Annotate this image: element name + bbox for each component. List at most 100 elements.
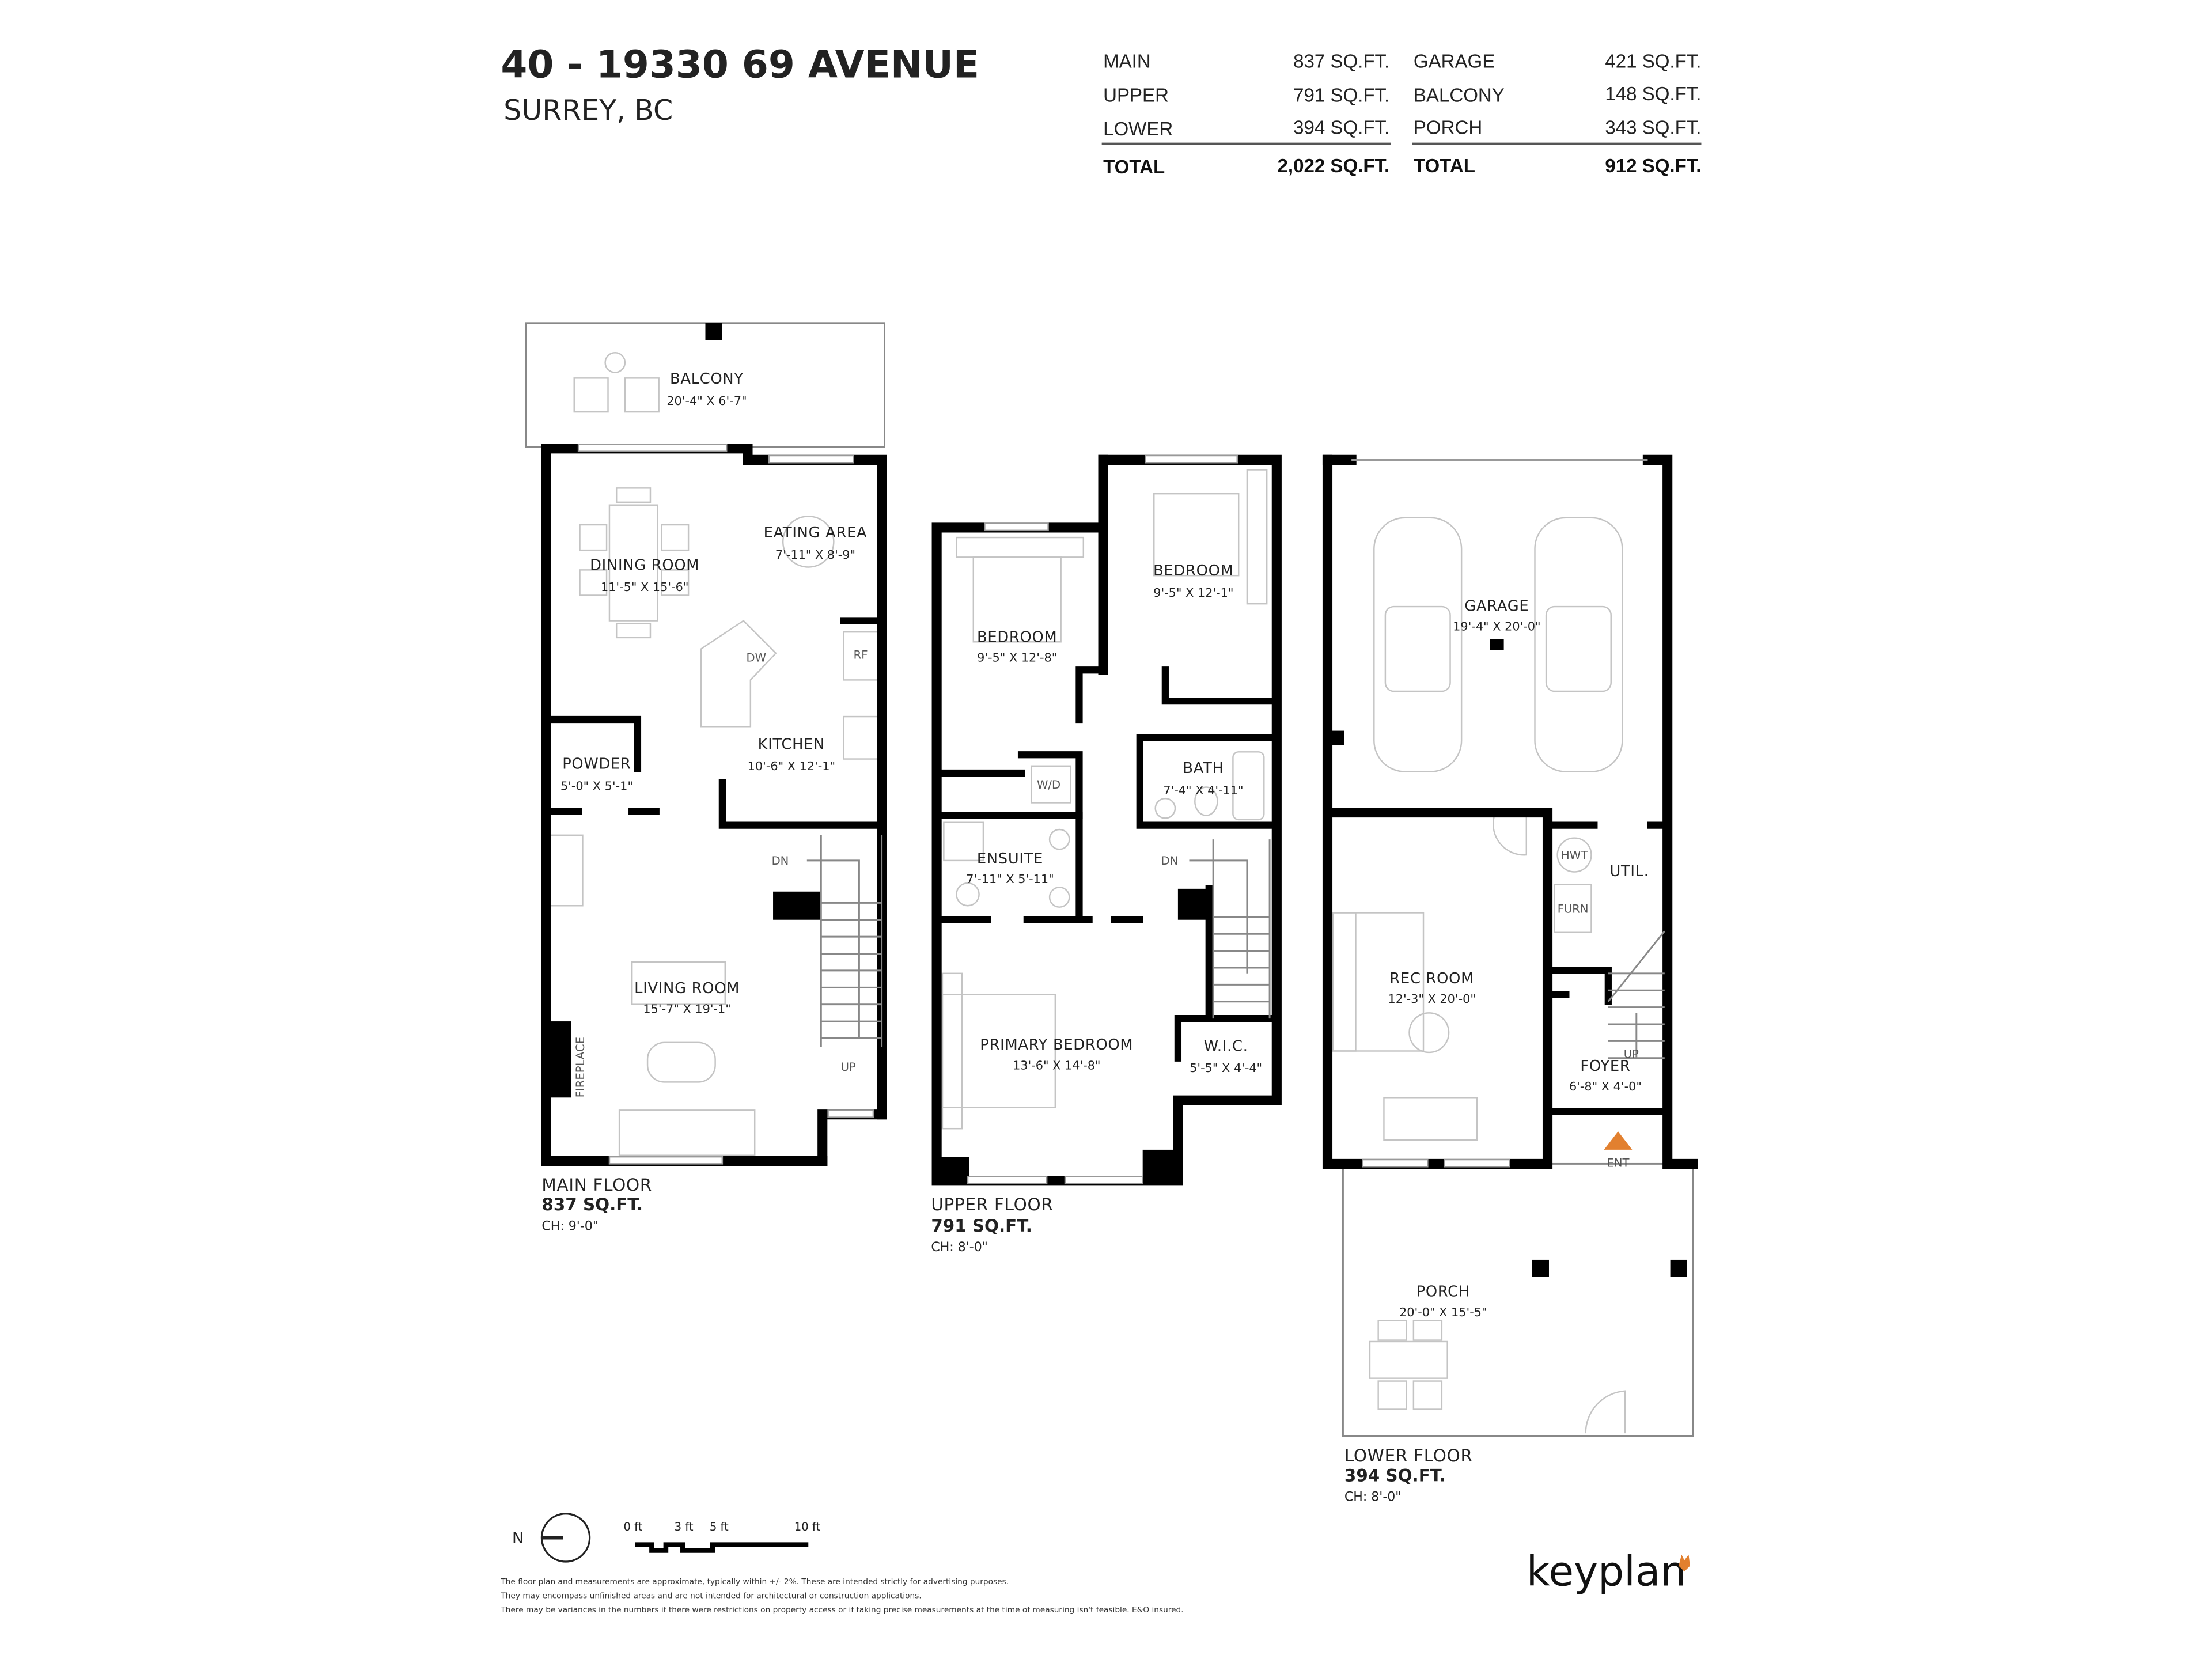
ceiling-height: CH: 9'-0" — [541, 1219, 599, 1234]
room-dimensions: 7'-4" X 4'-11" — [1163, 783, 1243, 797]
scale-label: 5 ft — [710, 1520, 729, 1533]
room-dimensions: 20'-4" X 6'-7" — [666, 394, 747, 408]
room-dimensions: 11'-5" X 15'-6" — [601, 580, 688, 594]
scale-label: 10 ft — [794, 1520, 821, 1533]
room-name: BATH — [1183, 760, 1224, 777]
area-label: GARAGE — [1414, 51, 1495, 73]
area-label: MAIN — [1103, 51, 1151, 73]
header: 40 - 19330 69 AVENUE SURREY, BC — [501, 43, 979, 127]
furniture — [548, 352, 880, 1156]
room-dimensions: 12'-3" X 20'-0" — [1388, 992, 1475, 1006]
scale-label: 0 ft — [623, 1520, 642, 1533]
staircase — [1189, 839, 1271, 1019]
staircase — [1607, 930, 1665, 1059]
ceiling-height: CH: 8'-0" — [931, 1240, 988, 1255]
room-name: BEDROOM — [977, 628, 1057, 646]
total-label: TOTAL — [1103, 157, 1165, 178]
room-dimensions: 5'-0" X 5'-1" — [560, 779, 633, 793]
area-label: PORCH — [1414, 118, 1482, 139]
window — [1145, 454, 1238, 464]
dishwasher-label: DW — [747, 652, 766, 665]
area-label: LOWER — [1103, 119, 1173, 140]
room-dimensions: 20'-0" X 15'-5" — [1399, 1305, 1487, 1319]
stair-dn-label: DN — [1161, 854, 1179, 868]
total-value: 912 SQ.FT. — [1605, 156, 1701, 177]
room-name: BEDROOM — [1153, 562, 1233, 579]
property-address: 40 - 19330 69 AVENUE — [501, 43, 979, 87]
main-floor-plan: DN UP RF DW FIREPLACE BALCONY 20'-4" X 6… — [525, 322, 887, 1234]
window — [768, 454, 854, 464]
entrance-label: ENT — [1607, 1156, 1630, 1169]
floor-area: 837 SQ.FT. — [541, 1195, 643, 1214]
furnace-label: FURN — [1558, 902, 1589, 915]
room-name: W.I.C. — [1204, 1037, 1248, 1055]
room-name: ENSUITE — [977, 850, 1043, 868]
furnace — [1554, 884, 1592, 933]
total-value: 2,022 SQ.FT. — [1278, 156, 1390, 177]
entrance-arrow-icon — [1604, 1131, 1633, 1150]
window — [967, 1176, 1048, 1184]
scale-bar — [635, 1542, 809, 1553]
pillar — [705, 323, 722, 340]
room-dimensions: 7'-11" X 5'-11" — [966, 872, 1054, 886]
window — [577, 444, 728, 452]
room-name: FOYER — [1580, 1058, 1630, 1075]
room-dimensions: 9'-5" X 12'-8" — [977, 651, 1057, 665]
room-dimensions: 19'-4" X 20'-0" — [1453, 620, 1540, 634]
area-value: 343 SQ.FT. — [1605, 118, 1701, 139]
disclaimer-line: The floor plan and measurements are appr… — [500, 1577, 1009, 1586]
area-table: MAIN 837 SQ.FT. UPPER 791 SQ.FT. LOWER 3… — [1101, 51, 1701, 178]
room-name: KITCHEN — [758, 736, 825, 753]
washer-dryer — [1030, 765, 1071, 804]
window — [984, 522, 1049, 532]
area-value: 394 SQ.FT. — [1293, 118, 1389, 139]
furniture — [941, 469, 1268, 1130]
area-label: BALCONY — [1414, 85, 1505, 106]
room-dimensions: 5'-5" X 4'-4" — [1190, 1061, 1262, 1075]
floor-title: UPPER FLOOR — [931, 1195, 1053, 1214]
disclaimer-line: There may be variances in the numbers if… — [500, 1605, 1183, 1615]
floor-area: 394 SQ.FT. — [1344, 1465, 1446, 1485]
window — [1064, 1176, 1143, 1184]
logo-fox-icon — [1679, 1554, 1690, 1572]
lower-floor-plan: UP HWT FURN ENT GARAGE 19'-4" X 20'-0" R… — [1322, 454, 1698, 1505]
area-value: 837 SQ.FT. — [1293, 51, 1389, 73]
stair-up-label: UP — [1624, 1048, 1639, 1061]
room-name: GARAGE — [1464, 597, 1529, 615]
room-name: PRIMARY BEDROOM — [980, 1036, 1133, 1054]
window — [608, 1156, 724, 1165]
staircase — [806, 835, 883, 1047]
room-name: UTIL. — [1609, 863, 1649, 880]
window — [1444, 1158, 1510, 1168]
ceiling-height: CH: 8'-0" — [1344, 1490, 1402, 1505]
logo-text: keyplan — [1527, 1548, 1687, 1596]
fireplace-label: FIREPLACE — [574, 1037, 587, 1097]
washer-dryer-label: W/D — [1037, 778, 1060, 791]
total-label: TOTAL — [1414, 156, 1475, 177]
area-value: 791 SQ.FT. — [1293, 85, 1389, 106]
property-city: SURREY, BC — [503, 94, 673, 127]
room-name: REC ROOM — [1389, 970, 1474, 987]
room-dimensions: 7'-11" X 8'-9" — [775, 548, 855, 562]
room-name: POWDER — [562, 756, 631, 773]
walls — [931, 454, 1282, 1186]
upper-floor-plan: DN W/D BEDROOM 9'-5" X 12'-8" BEDROOM 9'… — [931, 454, 1282, 1255]
room-name: DINING ROOM — [590, 556, 699, 574]
room-dimensions: 15'-7" X 19'-1" — [643, 1002, 730, 1016]
scale-label: 3 ft — [675, 1520, 694, 1533]
disclaimer-line: They may encompass unfinished areas and … — [500, 1592, 921, 1601]
stair-up-label: UP — [841, 1060, 856, 1074]
floor-title: MAIN FLOOR — [541, 1175, 652, 1195]
room-name: PORCH — [1416, 1283, 1470, 1301]
hot-water-tank-label: HWT — [1561, 849, 1588, 862]
refrigerator-label: RF — [854, 649, 868, 662]
hot-water-tank — [1556, 837, 1592, 873]
window — [1362, 1158, 1429, 1168]
north-label: N — [512, 1529, 524, 1547]
area-label: UPPER — [1103, 85, 1169, 106]
keyplan-logo: keyplan — [1527, 1548, 1690, 1596]
stair-dn-label: DN — [772, 854, 789, 868]
floor-title: LOWER FLOOR — [1344, 1446, 1473, 1465]
legend: N 0 ft 3 ft 5 ft 10 ft The floor plan an… — [500, 1513, 1184, 1615]
